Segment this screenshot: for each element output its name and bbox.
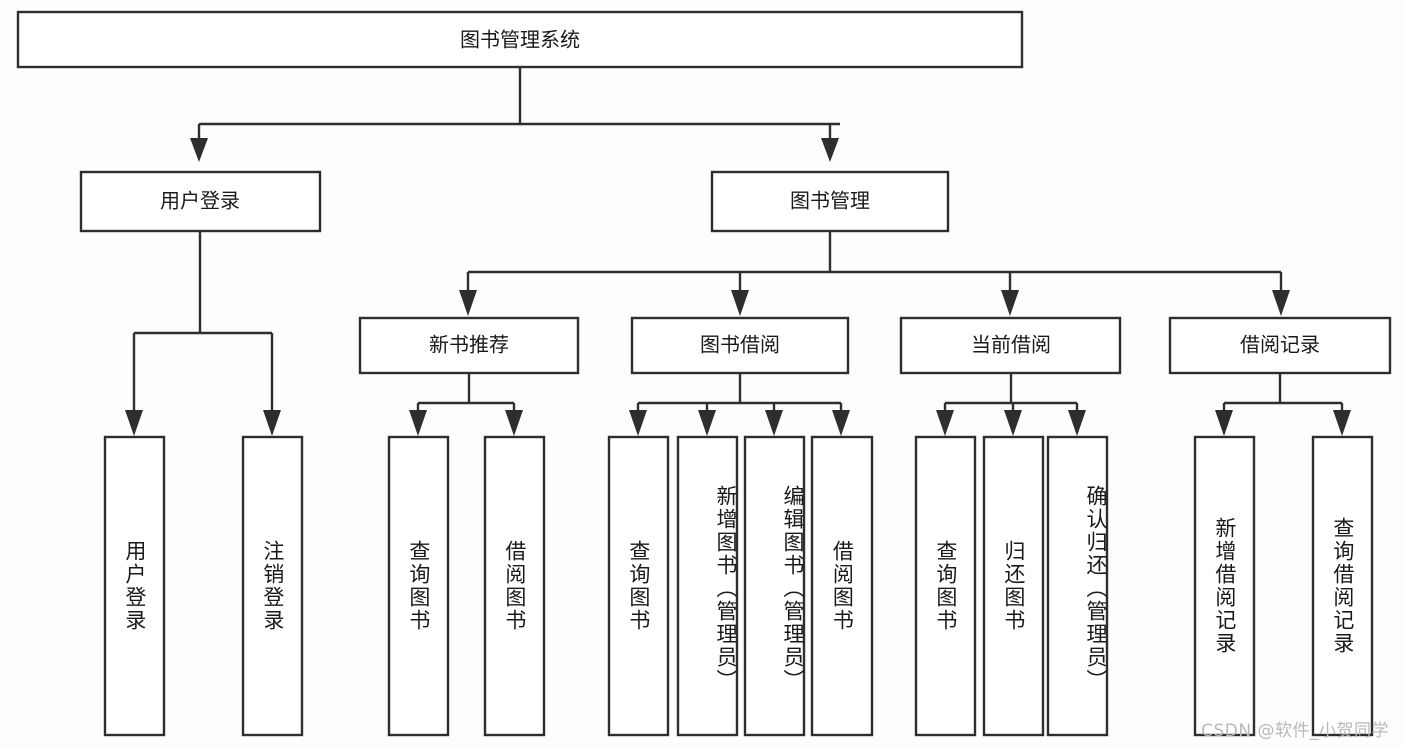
new-book-recommend-label: 新书推荐 <box>429 333 509 357</box>
leaf-box-add-book[interactable] <box>676 435 739 737</box>
arrow-to-leaf-add-record <box>1215 410 1233 436</box>
leaf-box-borrow-book-1[interactable] <box>483 435 546 737</box>
leaf-box-add-record[interactable] <box>1193 435 1256 737</box>
arrow-to-leaf-add-book <box>698 410 716 436</box>
connector-book-manage-to-level3 <box>459 231 1290 316</box>
connector-borrow-record-to-leaves <box>1215 373 1351 436</box>
arrow-to-user-login <box>190 138 208 162</box>
current-borrow-box[interactable] <box>899 316 1122 375</box>
arrow-to-borrow-record <box>1272 290 1290 316</box>
arrow-to-leaf-confirm-return <box>1068 410 1086 436</box>
root-label: 图书管理系统 <box>460 28 580 52</box>
user-login-box[interactable] <box>79 170 322 233</box>
node-user-login[interactable]: 用户登录 <box>79 170 322 233</box>
new-book-recommend-box[interactable] <box>358 316 580 375</box>
node-book-borrow[interactable]: 图书借阅 <box>630 316 850 375</box>
leaf-box-query-record[interactable] <box>1311 435 1374 737</box>
user-login-label: 用户登录 <box>160 189 240 213</box>
leaf-box-confirm-return[interactable] <box>1046 435 1109 737</box>
leaf-box-user-login[interactable] <box>103 435 166 737</box>
leaf-box-query-book-1[interactable] <box>387 435 450 737</box>
connector-new-book-to-leaves <box>409 373 523 436</box>
node-new-book-recommend[interactable]: 新书推荐 <box>358 316 580 375</box>
leaf-box-return-book[interactable] <box>982 435 1045 737</box>
arrow-to-book-manage <box>821 138 839 162</box>
current-borrow-label: 当前借阅 <box>971 333 1051 357</box>
arrow-to-leaf-query-book-2 <box>629 410 647 436</box>
root-box[interactable] <box>16 10 1024 69</box>
watermark-text: CSDN @软件_小贺同学 <box>1201 721 1389 741</box>
leaf-box-query-book-2[interactable] <box>607 435 670 737</box>
arrow-to-leaf-edit-book <box>765 410 783 436</box>
connector-book-borrow-to-leaves <box>629 373 850 436</box>
arrow-to-leaf-logout <box>263 410 281 436</box>
book-borrow-label: 图书借阅 <box>700 333 780 357</box>
node-current-borrow[interactable]: 当前借阅 <box>899 316 1122 375</box>
connector-current-borrow-to-leaves <box>936 373 1086 436</box>
arrow-to-leaf-user-login <box>125 410 143 436</box>
arrow-to-leaf-query-record <box>1333 410 1351 436</box>
connector-root-to-level2 <box>190 67 840 162</box>
borrow-record-label: 借阅记录 <box>1240 333 1320 357</box>
arrow-to-new-book <box>459 290 477 316</box>
book-manage-label: 图书管理 <box>790 189 870 213</box>
arrow-to-leaf-borrow-book-1 <box>505 410 523 436</box>
arrow-to-leaf-query-book-1 <box>409 410 427 436</box>
node-borrow-record[interactable]: 借阅记录 <box>1168 316 1392 375</box>
node-book-manage[interactable]: 图书管理 <box>710 170 950 233</box>
leaf-box-edit-book[interactable] <box>743 435 806 737</box>
arrow-to-leaf-borrow-book-2 <box>832 410 850 436</box>
connector-user-login-to-leaves <box>125 231 281 436</box>
arrow-to-current-borrow <box>1001 290 1019 316</box>
leaf-box-borrow-book-2[interactable] <box>810 435 874 737</box>
arrow-to-book-borrow <box>731 290 749 316</box>
leaf-box-logout[interactable] <box>241 435 304 737</box>
arrow-to-leaf-query-book-3 <box>936 410 954 436</box>
leaf-box-query-book-3[interactable] <box>914 435 977 737</box>
arrow-to-leaf-return-book <box>1004 410 1022 436</box>
node-root[interactable]: 图书管理系统 <box>16 10 1024 69</box>
